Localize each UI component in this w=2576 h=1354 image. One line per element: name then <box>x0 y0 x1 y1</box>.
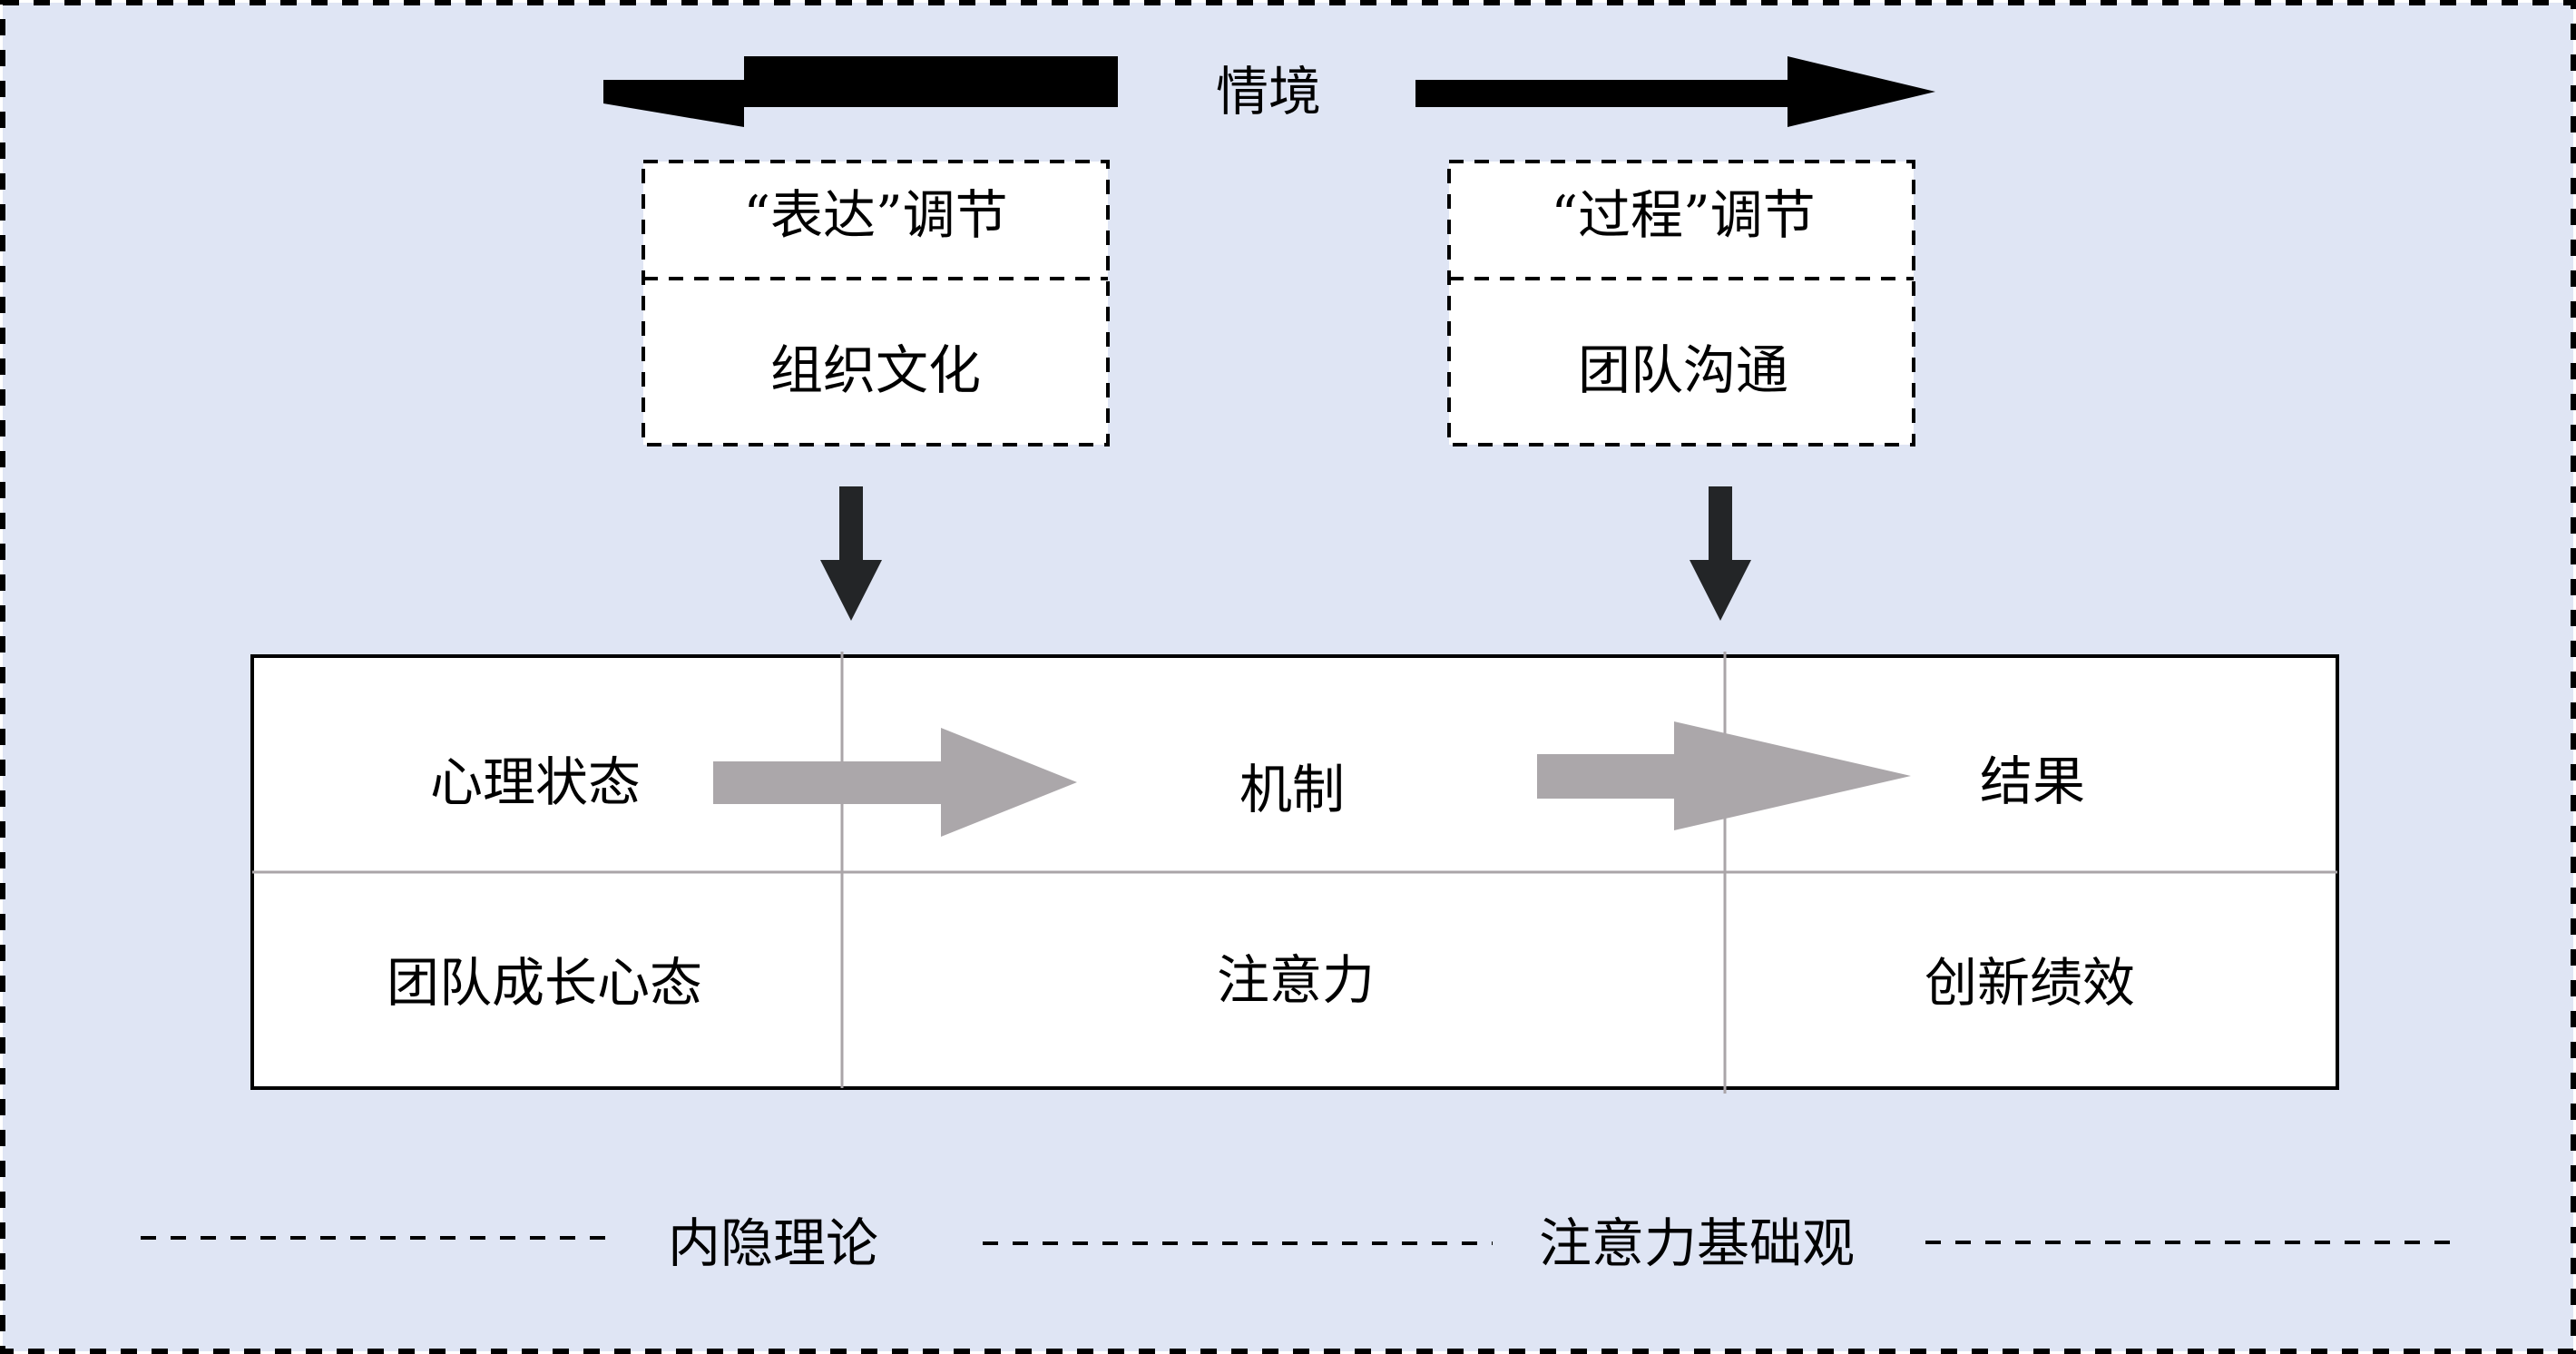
theory-label-attention-based-view: 注意力基础观 <box>1538 1212 1856 1274</box>
flow-arrow-icon <box>1537 721 1911 830</box>
variable-attention: 注意力 <box>1216 949 1376 1011</box>
context-title: 情境 <box>1215 61 1322 123</box>
arrow-down-icon <box>1690 486 1751 621</box>
moderator-box-expression <box>642 160 1110 446</box>
stage-label-outcome: 结果 <box>1979 751 2086 812</box>
moderator-box-process <box>1447 160 1915 446</box>
framework-table <box>250 652 2339 1094</box>
arrow-right-icon <box>1415 56 1935 127</box>
stage-label-mechanism: 机制 <box>1239 759 1346 820</box>
moderator-header-expression: “表达”调节 <box>743 184 1008 246</box>
variable-innovation-performance: 创新绩效 <box>1924 952 2136 1014</box>
stage-label-psychological-state: 心理状态 <box>429 751 642 813</box>
moderator-variable-team-communication: 团队沟通 <box>1577 339 1789 401</box>
moderator-variable-organizational-culture: 组织文化 <box>769 339 982 401</box>
moderator-header-process: “过程”调节 <box>1551 184 1816 246</box>
arrow-left-icon <box>603 56 1118 127</box>
arrow-down-icon <box>820 486 882 621</box>
variable-team-growth-mindset: 团队成长心态 <box>386 952 703 1014</box>
theory-label-implicit-theory: 内隐理论 <box>667 1212 879 1274</box>
flow-arrow-icon <box>713 728 1077 837</box>
